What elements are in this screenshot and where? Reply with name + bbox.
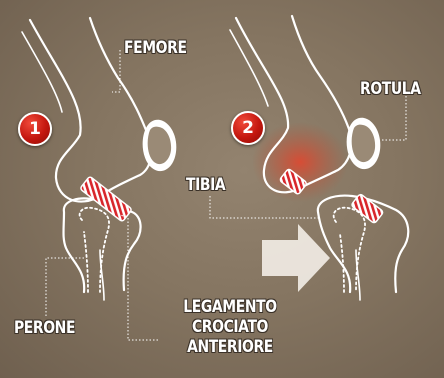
step-badge-1: 1 <box>18 112 52 146</box>
right-arrow-icon <box>262 224 330 292</box>
patella-2 <box>347 118 381 169</box>
label-legamento-line3: ANTERIORE <box>164 338 295 356</box>
label-legamento-crociato-anteriore: LEGAMENTO CROCIATO ANTERIORE <box>150 298 310 378</box>
label-femore: FEMORE <box>124 39 187 57</box>
label-rotula: ROTULA <box>360 80 421 98</box>
leader-rotula <box>380 96 406 140</box>
label-legamento-line2: CROCIATO <box>164 318 295 336</box>
femur-inner-line-1 <box>22 32 62 112</box>
label-tibia: TIBIA <box>186 176 225 194</box>
label-perone: PERONE <box>14 319 75 337</box>
patella-1 <box>143 120 177 171</box>
label-legamento-line1: LEGAMENTO <box>164 298 295 316</box>
knee-healthy <box>22 18 151 300</box>
step-badge-2: 2 <box>231 111 265 145</box>
